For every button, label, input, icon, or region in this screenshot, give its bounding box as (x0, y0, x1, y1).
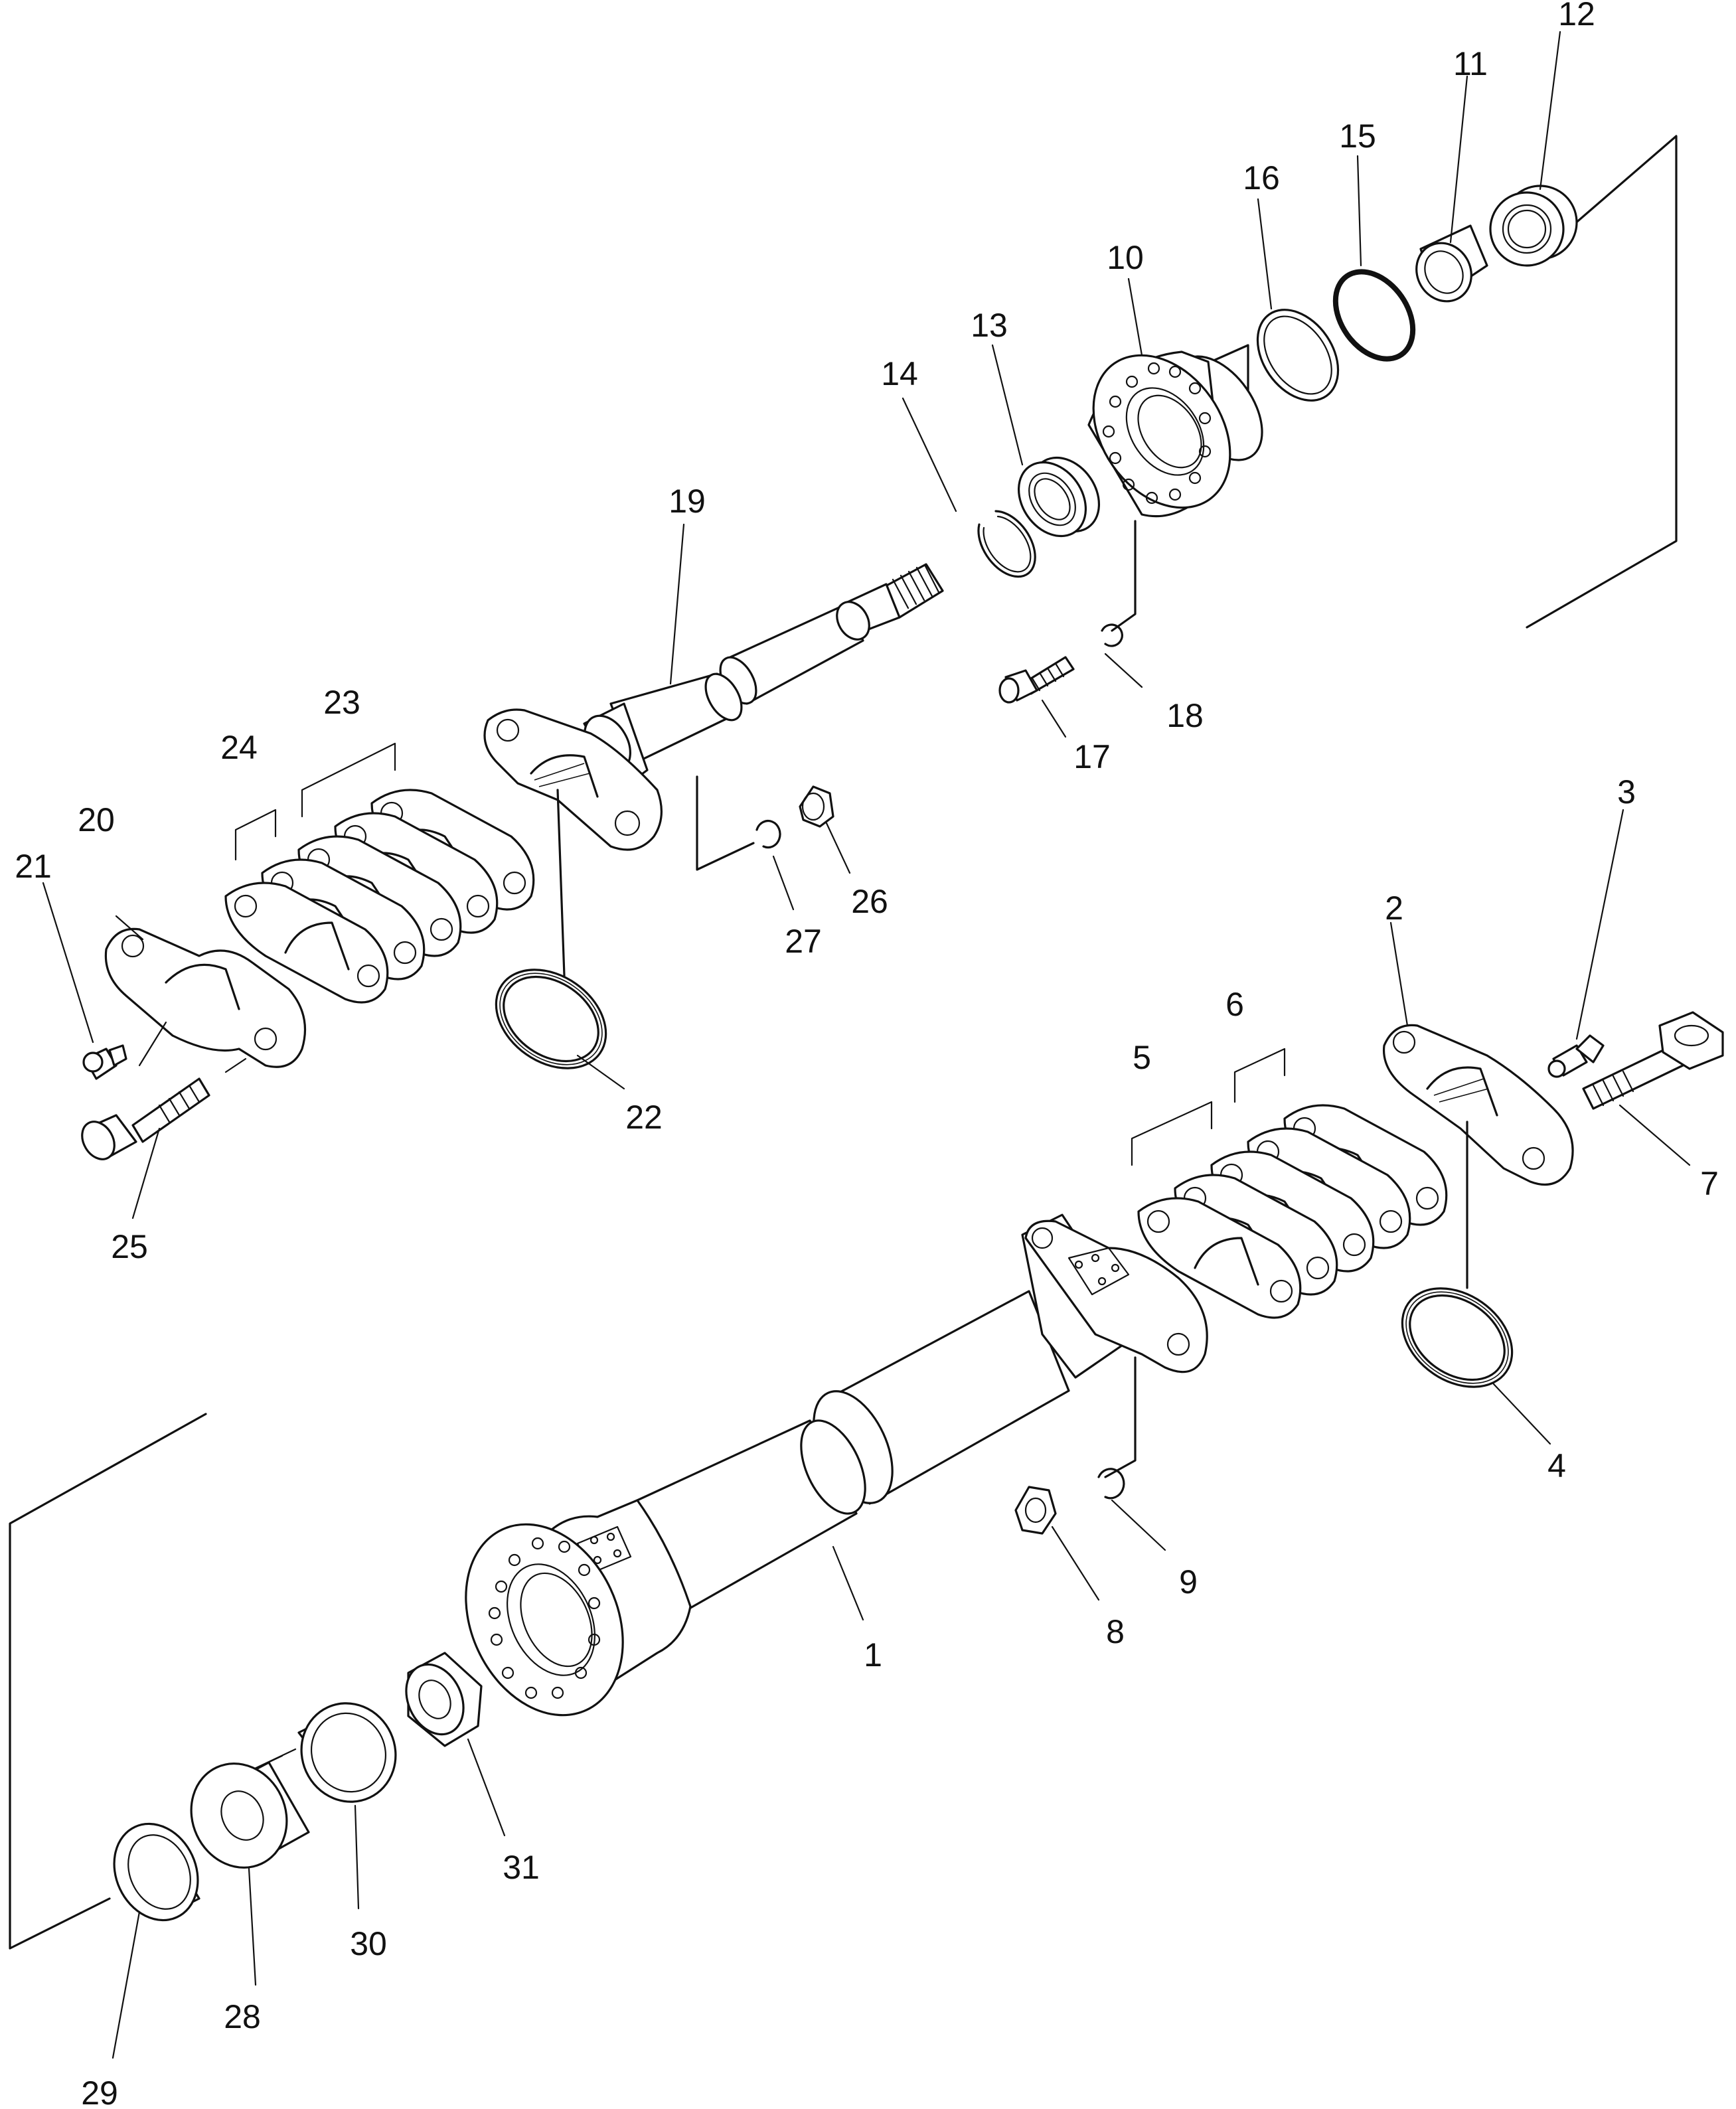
callout-10: 10 (1107, 239, 1144, 276)
part-20-cap (104, 927, 307, 1068)
part-22-ring (495, 969, 607, 1069)
callout-17: 17 (1073, 738, 1111, 775)
callout-9: 9 (1179, 1563, 1198, 1601)
part-13-bearing (1017, 456, 1101, 538)
callout-24: 24 (220, 729, 258, 766)
callout-11: 11 (1453, 45, 1488, 82)
callout-28: 28 (224, 1998, 261, 2035)
callout-19: 19 (669, 483, 706, 520)
callout-27: 27 (785, 923, 822, 960)
callout-2: 2 (1385, 890, 1403, 927)
part-19-piston-rod (483, 563, 944, 851)
callout-21: 21 (15, 848, 52, 885)
part-8-nut (1014, 1486, 1057, 1535)
callout-4: 4 (1547, 1447, 1566, 1484)
part-30-bushing (297, 1702, 397, 1803)
callout-7: 7 (1700, 1165, 1719, 1202)
part-15-o-ring (1332, 269, 1416, 362)
part-17-bolt (998, 656, 1075, 704)
callout-29: 29 (81, 2074, 118, 2109)
part-26-nut (799, 785, 834, 828)
callout-5: 5 (1133, 1039, 1151, 1076)
part-29-seal (113, 1822, 200, 1922)
part-9-washer (1097, 1468, 1125, 1500)
callout-12: 12 (1558, 0, 1595, 33)
callout-labels: 12 11 15 16 10 13 14 19 18 17 26 27 23 2… (15, 0, 1719, 2109)
assembly-lines (138, 520, 1468, 1478)
part-31-nut (405, 1652, 483, 1747)
part-7-bolt (1582, 1011, 1724, 1110)
part-11-bushing (1415, 224, 1488, 303)
callout-6: 6 (1225, 986, 1244, 1023)
part-21-grease-fitting (82, 1044, 127, 1080)
callout-8: 8 (1106, 1613, 1125, 1650)
part-1-cylinder-tube (465, 1213, 1208, 1717)
part-12-bearing (1489, 185, 1578, 267)
part-14-snap-ring (977, 510, 1036, 578)
part-24-shims (224, 858, 426, 1004)
part-5-shims (1137, 1174, 1338, 1319)
callout-23: 23 (323, 684, 360, 721)
callout-22: 22 (625, 1099, 663, 1136)
callout-18: 18 (1166, 697, 1204, 734)
part-3-grease-fitting (1547, 1034, 1605, 1078)
callout-26: 26 (851, 883, 888, 920)
group-bracket-upper (1526, 135, 1678, 629)
part-4-ring (1401, 1287, 1514, 1388)
callout-3: 3 (1617, 773, 1636, 811)
part-2-cap (1382, 1024, 1574, 1186)
group-bracket-lower (9, 1413, 207, 1950)
callout-20: 20 (78, 801, 115, 838)
part-27-washer (755, 820, 781, 849)
part-10-cylinder-head (1087, 344, 1263, 518)
part-18-washer (1101, 623, 1123, 647)
part-6-shims (1210, 1104, 1448, 1273)
callout-31: 31 (503, 1849, 540, 1886)
callout-25: 25 (111, 1228, 148, 1265)
callout-16: 16 (1243, 159, 1280, 196)
callout-15: 15 (1339, 117, 1376, 155)
callout-14: 14 (881, 355, 918, 392)
callout-13: 13 (971, 307, 1008, 344)
callout-1: 1 (864, 1636, 882, 1674)
part-28-piston (190, 1748, 310, 1869)
callout-30: 30 (350, 1925, 387, 1962)
leader-lines (42, 31, 1691, 2059)
part-16-ring (1256, 309, 1340, 402)
part-25-bolt (81, 1077, 210, 1160)
